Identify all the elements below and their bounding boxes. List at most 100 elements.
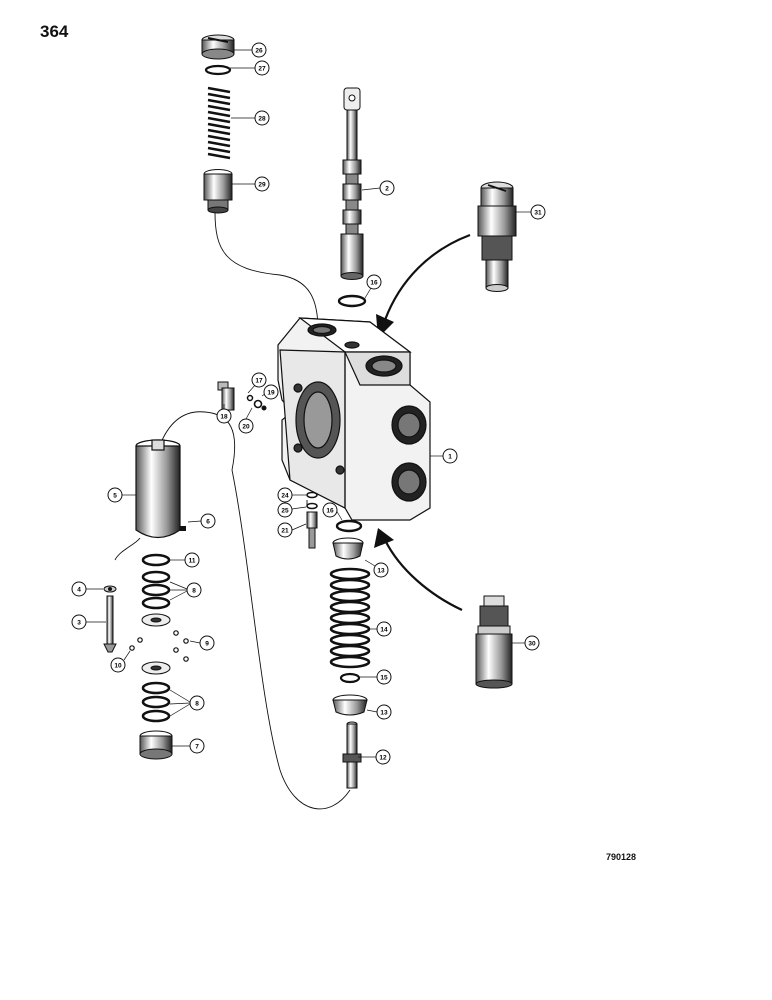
figure-code: 790128 [606, 852, 637, 862]
callout-10: 10 [110, 657, 126, 673]
o-ring-part-25 [306, 502, 318, 510]
callout-29: 29 [254, 176, 270, 192]
callout-5: 5 [107, 487, 123, 503]
svg-text:21: 21 [281, 527, 289, 534]
callout-26: 26 [251, 42, 267, 58]
svg-text:8: 8 [192, 587, 196, 594]
arrow-to-lower-port [374, 528, 463, 611]
sleeve-part-5 [135, 439, 181, 539]
bolt-part-12 [342, 721, 362, 789]
svg-text:10: 10 [114, 662, 122, 669]
callout-19: 19 [263, 384, 279, 400]
svg-text:5: 5 [113, 492, 117, 499]
spring-seat-part-13-lower [332, 694, 368, 716]
callout-27: 27 [254, 60, 270, 76]
svg-text:28: 28 [258, 115, 266, 122]
relief-valve-part-31 [477, 181, 517, 292]
svg-text:14: 14 [380, 626, 388, 633]
callout-18: 18 [216, 408, 232, 424]
callout-16-upper: 16 [366, 274, 382, 290]
path-line-sleeve-to-body [159, 411, 236, 471]
callout-17: 17 [251, 372, 267, 388]
callout-16-lower: 16 [322, 502, 338, 518]
callout-31: 31 [530, 204, 546, 220]
callout-13-upper: 13 [373, 562, 389, 578]
svg-text:26: 26 [255, 47, 263, 54]
svg-text:31: 31 [534, 209, 542, 216]
callout-4: 4 [71, 581, 87, 597]
callout-20: 20 [238, 418, 254, 434]
o-ring-part-24 [306, 491, 318, 499]
leader-lines [86, 49, 531, 758]
nut-part-7 [139, 730, 173, 760]
callout-30: 30 [524, 635, 540, 651]
svg-text:9: 9 [205, 640, 209, 647]
path-line-long-loop [231, 469, 351, 810]
plunger-part-21 [306, 511, 318, 549]
svg-text:6: 6 [206, 518, 210, 525]
callout-14: 14 [376, 621, 392, 637]
callout-2: 2 [379, 180, 395, 196]
spring-part-14 [329, 567, 371, 669]
balls-part-9 [129, 630, 189, 662]
svg-text:1: 1 [448, 453, 452, 460]
washer-part-4 [103, 585, 117, 593]
callout-circles: 26 27 28 29 2 16 31 17 19 18 20 1 5 6 24… [71, 42, 546, 765]
svg-text:11: 11 [189, 557, 196, 564]
callout-15: 15 [376, 669, 392, 685]
page-number: 364 [40, 22, 69, 41]
svg-text:25: 25 [281, 507, 289, 514]
svg-text:29: 29 [258, 181, 266, 188]
spool-part-2 [340, 87, 364, 280]
washer-part-9-lower [141, 661, 171, 675]
valve-body-part-1 [277, 317, 431, 521]
callout-13-lower: 13 [376, 704, 392, 720]
svg-text:4: 4 [77, 586, 81, 593]
callout-11: 11 [184, 552, 200, 568]
assembly-path-lines [114, 211, 351, 810]
callout-12: 12 [375, 749, 391, 765]
svg-text:18: 18 [220, 413, 228, 420]
callout-8-lower: 8 [189, 695, 205, 711]
svg-text:7: 7 [195, 743, 199, 750]
o-ring-part-16-upper [337, 294, 367, 308]
svg-text:15: 15 [380, 674, 388, 681]
svg-text:27: 27 [258, 65, 266, 72]
svg-text:24: 24 [281, 492, 289, 499]
washer-part-9-upper [141, 613, 171, 627]
arrow-to-upper-port [376, 233, 471, 338]
svg-text:19: 19 [267, 389, 275, 396]
svg-text:13: 13 [380, 709, 388, 716]
callout-24: 24 [277, 487, 293, 503]
pin-part-6 [180, 526, 186, 531]
piston-part-29 [203, 169, 233, 214]
callout-8-upper: 8 [186, 582, 202, 598]
plug-part-26 [201, 34, 235, 60]
svg-text:17: 17 [255, 377, 263, 384]
rings-part-8-lower [141, 681, 171, 723]
callout-6: 6 [200, 513, 216, 529]
callout-21: 21 [277, 522, 293, 538]
callout-1: 1 [442, 448, 458, 464]
callout-7: 7 [189, 738, 205, 754]
svg-text:12: 12 [379, 754, 387, 761]
svg-text:13: 13 [377, 567, 385, 574]
spring-seat-part-13-upper [332, 537, 364, 560]
path-line-sleeve-down [114, 537, 141, 561]
svg-text:16: 16 [370, 279, 378, 286]
svg-text:30: 30 [528, 640, 536, 647]
screw-part-3 [103, 595, 117, 653]
o-ring-part-27 [204, 64, 232, 76]
svg-text:2: 2 [385, 185, 389, 192]
callout-28: 28 [254, 110, 270, 126]
washer-part-15 [339, 672, 361, 684]
callout-3: 3 [71, 614, 87, 630]
path-line-plug-to-body [214, 211, 319, 331]
callout-25: 25 [277, 502, 293, 518]
svg-text:8: 8 [195, 700, 199, 707]
svg-text:16: 16 [326, 507, 334, 514]
svg-text:20: 20 [242, 423, 250, 430]
callout-9: 9 [199, 635, 215, 651]
svg-text:3: 3 [77, 619, 81, 626]
